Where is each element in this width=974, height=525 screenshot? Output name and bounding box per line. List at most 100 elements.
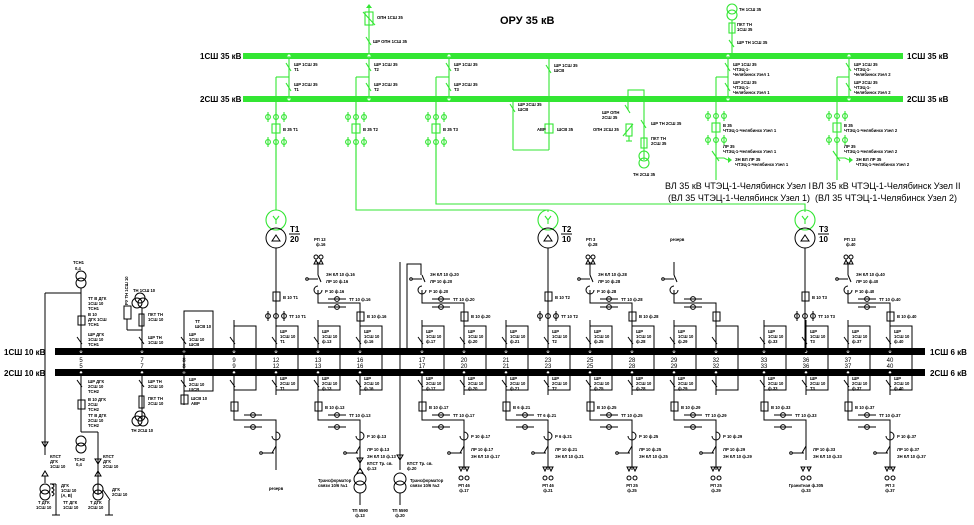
breaker-35[interactable] [832, 122, 842, 133]
disconnector-bus1[interactable] [417, 336, 424, 345]
line-disconnector[interactable] [355, 445, 361, 454]
breaker-10[interactable] [356, 311, 365, 322]
breaker-10[interactable] [801, 291, 810, 302]
tsn1-breaker[interactable] [77, 315, 86, 326]
breaker-10[interactable] [272, 291, 281, 302]
earthing-switch[interactable] [838, 157, 850, 161]
destination-label-a: ТП 5590 [392, 508, 409, 513]
shsv-shr2-label-a: ШР 2СШ 35 [518, 102, 542, 107]
disconnector-bus2[interactable] [271, 379, 278, 388]
disconnector-bus2[interactable] [845, 82, 852, 92]
line-disconnector[interactable] [801, 445, 807, 454]
disconnector-bus2[interactable] [843, 379, 850, 388]
link-T3 [435, 102, 806, 212]
shsv-10-breaker[interactable] [180, 394, 189, 405]
disconnector-opn1[interactable] [365, 36, 372, 46]
line-disconnector[interactable] [711, 445, 717, 454]
disconnector-bus2[interactable] [627, 379, 634, 388]
voltage-transformer-bus1-35[interactable] [726, 3, 738, 56]
ru-tn1-10[interactable] [123, 305, 132, 320]
b-tsn1-c: ТСН1 [88, 322, 100, 327]
current-transformer-icon [713, 137, 719, 143]
dgk1-reactor[interactable] [50, 483, 55, 497]
disconnector-bus2[interactable] [669, 379, 676, 388]
bus-1-35kv[interactable] [243, 53, 903, 59]
disconnector-bus1[interactable] [759, 336, 766, 345]
line-disconnector[interactable] [627, 445, 633, 454]
disconnector-bus1[interactable] [313, 336, 320, 345]
disconnector-bus1[interactable] [724, 62, 731, 72]
line-disconnector[interactable] [832, 150, 841, 162]
cell-label-b: 2СШ 10 [636, 381, 652, 386]
link-transformer-icon[interactable] [393, 472, 407, 486]
tsn1-transformer[interactable] [75, 270, 87, 282]
breaker-10[interactable] [544, 291, 553, 302]
cell-label-a: ШР [594, 329, 601, 334]
disconnector-bus1[interactable] [229, 336, 236, 345]
tsn2-transformer[interactable] [75, 435, 87, 447]
line-disconnector[interactable] [711, 150, 720, 162]
dgk2-reactor[interactable] [102, 489, 111, 501]
tsn1-disconnector[interactable] [76, 336, 83, 345]
disconnector-bus2[interactable] [585, 379, 592, 388]
disconnector-bus2[interactable] [229, 379, 236, 388]
disconnector-bus2[interactable] [759, 379, 766, 388]
disconnector-bus1[interactable] [845, 62, 852, 72]
breaker-35[interactable] [711, 122, 721, 133]
line-disconnector[interactable] [317, 274, 322, 283]
bus-2-35kv[interactable] [243, 96, 903, 102]
disconnector-bus1[interactable] [843, 336, 850, 345]
line-disconnector[interactable] [271, 445, 277, 454]
disconnector-bus2[interactable] [313, 379, 320, 388]
breaker-10[interactable] [712, 311, 721, 322]
cell-label-a: ШР [768, 376, 775, 381]
line-disconnector[interactable] [847, 274, 852, 283]
current-transformer-icon [281, 114, 287, 120]
cell-number-bus1: 29 [671, 358, 678, 364]
disconnector-bus1[interactable] [585, 336, 592, 345]
zn-label: ЗН КЛ 10 ф.40 [856, 272, 885, 277]
disconnector-bus2[interactable] [285, 82, 292, 92]
disconnector-bus2[interactable] [801, 379, 808, 388]
line-disconnector[interactable] [421, 274, 426, 283]
dgk2-transformer[interactable] [92, 483, 104, 495]
disconnector-bus1[interactable] [285, 62, 292, 72]
dgk1-transformer[interactable] [39, 483, 51, 495]
disconnector-bus2[interactable] [885, 379, 892, 388]
disconnector-bus1[interactable] [365, 62, 372, 72]
breaker-10[interactable] [460, 311, 469, 322]
disconnector-bus2[interactable] [724, 82, 731, 92]
bus-2-10kv[interactable] [55, 369, 925, 376]
breaker-10[interactable] [886, 311, 895, 322]
line-disconnector[interactable] [673, 274, 678, 283]
tsn2-breaker[interactable] [77, 399, 86, 410]
disconnector-bus2[interactable] [543, 379, 550, 388]
earthing-switch[interactable] [717, 157, 729, 161]
line-disconnector[interactable] [589, 274, 594, 283]
bus-1-10kv[interactable] [55, 348, 925, 355]
disconnector-bus2[interactable] [365, 82, 372, 92]
disconnector-bus1[interactable] [669, 336, 676, 345]
disconnector-bus2[interactable] [459, 379, 466, 388]
bus-coupler-35[interactable] [509, 56, 554, 151]
line-disconnector[interactable] [459, 445, 465, 454]
disconnector-bus2[interactable] [445, 82, 452, 92]
disconnector-bus2[interactable] [417, 379, 424, 388]
disconnector-bus2[interactable] [355, 379, 362, 388]
disconnector-bus1[interactable] [501, 336, 508, 345]
disconnector-bus2[interactable] [501, 379, 508, 388]
reactor-icon [585, 285, 595, 295]
bus2-35-equipment[interactable] [622, 89, 650, 169]
line-disconnector[interactable] [543, 445, 549, 454]
breaker-10[interactable] [628, 311, 637, 322]
line-disconnector[interactable] [885, 445, 891, 454]
surge-arrester-bus1-35[interactable] [362, 4, 376, 56]
disconnector-bus1[interactable] [445, 62, 452, 72]
link-transformer-icon[interactable] [353, 472, 367, 486]
disconnector-bus2[interactable] [711, 379, 718, 388]
